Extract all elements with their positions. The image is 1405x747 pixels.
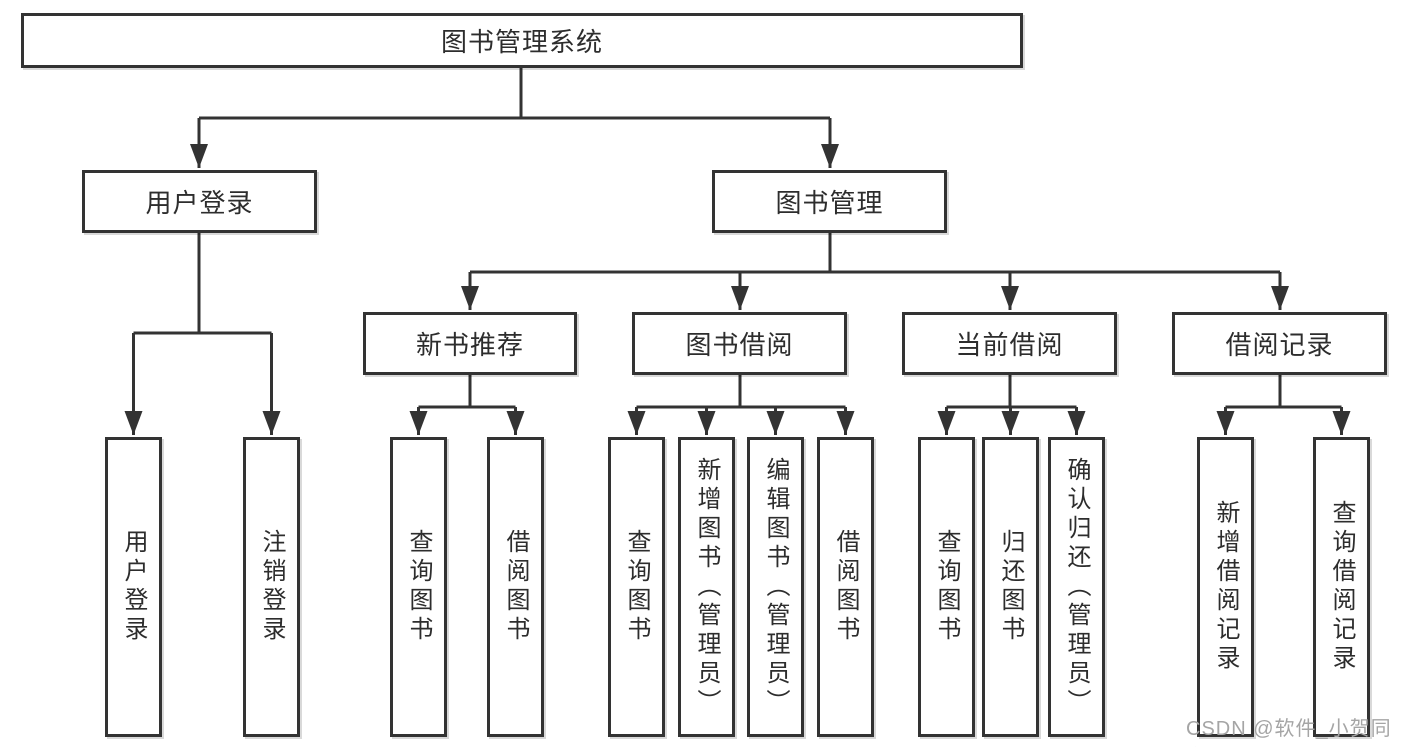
leaf-edit-book-admin: 编辑图书（管理员） (747, 437, 804, 737)
node-new-book-recommendation: 新书推荐 (363, 312, 577, 375)
leaf-user-login: 用户登录 (105, 437, 162, 737)
csdn-watermark: CSDN @软件_小贺同学 (1186, 718, 1392, 740)
leaf-query-book-current: 查询图书 (918, 437, 975, 737)
leaf-logout: 注销登录 (243, 437, 300, 737)
node-book-borrowing: 图书借阅 (632, 312, 847, 375)
leaf-query-book-recommend: 查询图书 (390, 437, 447, 737)
leaf-query-book-borrow: 查询图书 (608, 437, 665, 737)
leaf-add-book-admin: 新增图书（管理员） (678, 437, 735, 737)
node-book-management: 图书管理 (712, 170, 947, 233)
leaf-return-book: 归还图书 (982, 437, 1039, 737)
node-current-borrowing: 当前借阅 (902, 312, 1117, 375)
node-user-login: 用户登录 (82, 170, 317, 233)
leaf-confirm-return-admin: 确认归还（管理员） (1048, 437, 1105, 737)
leaf-add-borrow-record: 新增借阅记录 (1197, 437, 1254, 737)
node-borrowing-records: 借阅记录 (1172, 312, 1387, 375)
leaf-query-borrow-record: 查询借阅记录 (1313, 437, 1370, 737)
node-library-management-system: 图书管理系统 (21, 13, 1023, 68)
edge-arrows (124, 118, 1351, 435)
leaf-borrow-book: 借阅图书 (817, 437, 874, 737)
leaf-borrow-book-recommend: 借阅图书 (487, 437, 544, 737)
